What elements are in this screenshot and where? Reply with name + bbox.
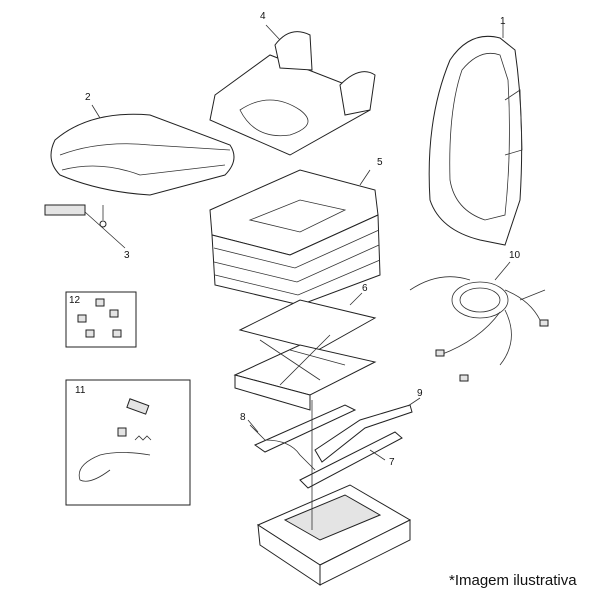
callout-7: 7 <box>389 457 395 468</box>
callout-8: 8 <box>240 412 246 423</box>
part-adjust-lever <box>247 419 316 471</box>
callout-10: 10 <box>509 250 521 261</box>
part-fasteners <box>44 204 126 249</box>
part-lever-strap <box>314 397 421 463</box>
callout-4: 4 <box>260 11 266 22</box>
callout-11: 11 <box>75 385 86 396</box>
part-bellows <box>209 169 381 306</box>
part-bolt-kit <box>77 298 122 338</box>
part-seat-cushion <box>50 104 235 196</box>
box-kit-12 <box>65 291 137 348</box>
callout-12: 12 <box>69 295 81 306</box>
part-wiring-harness <box>409 261 549 382</box>
part-scissor-suspension <box>233 292 377 411</box>
box-kit-11 <box>65 379 191 506</box>
callout-2: 2 <box>85 92 91 103</box>
part-backrest <box>428 22 523 246</box>
part-slide-rails <box>253 404 403 489</box>
callout-5: 5 <box>377 157 383 168</box>
illustrative-image-caption: *Imagem ilustrativa <box>449 572 577 589</box>
callout-1: 1 <box>500 16 506 27</box>
part-base <box>256 400 412 586</box>
callout-3: 3 <box>124 250 130 261</box>
callout-9: 9 <box>417 388 423 399</box>
part-small-parts-kit <box>78 398 152 482</box>
callout-6: 6 <box>362 283 368 294</box>
part-seat-frame <box>209 24 376 156</box>
